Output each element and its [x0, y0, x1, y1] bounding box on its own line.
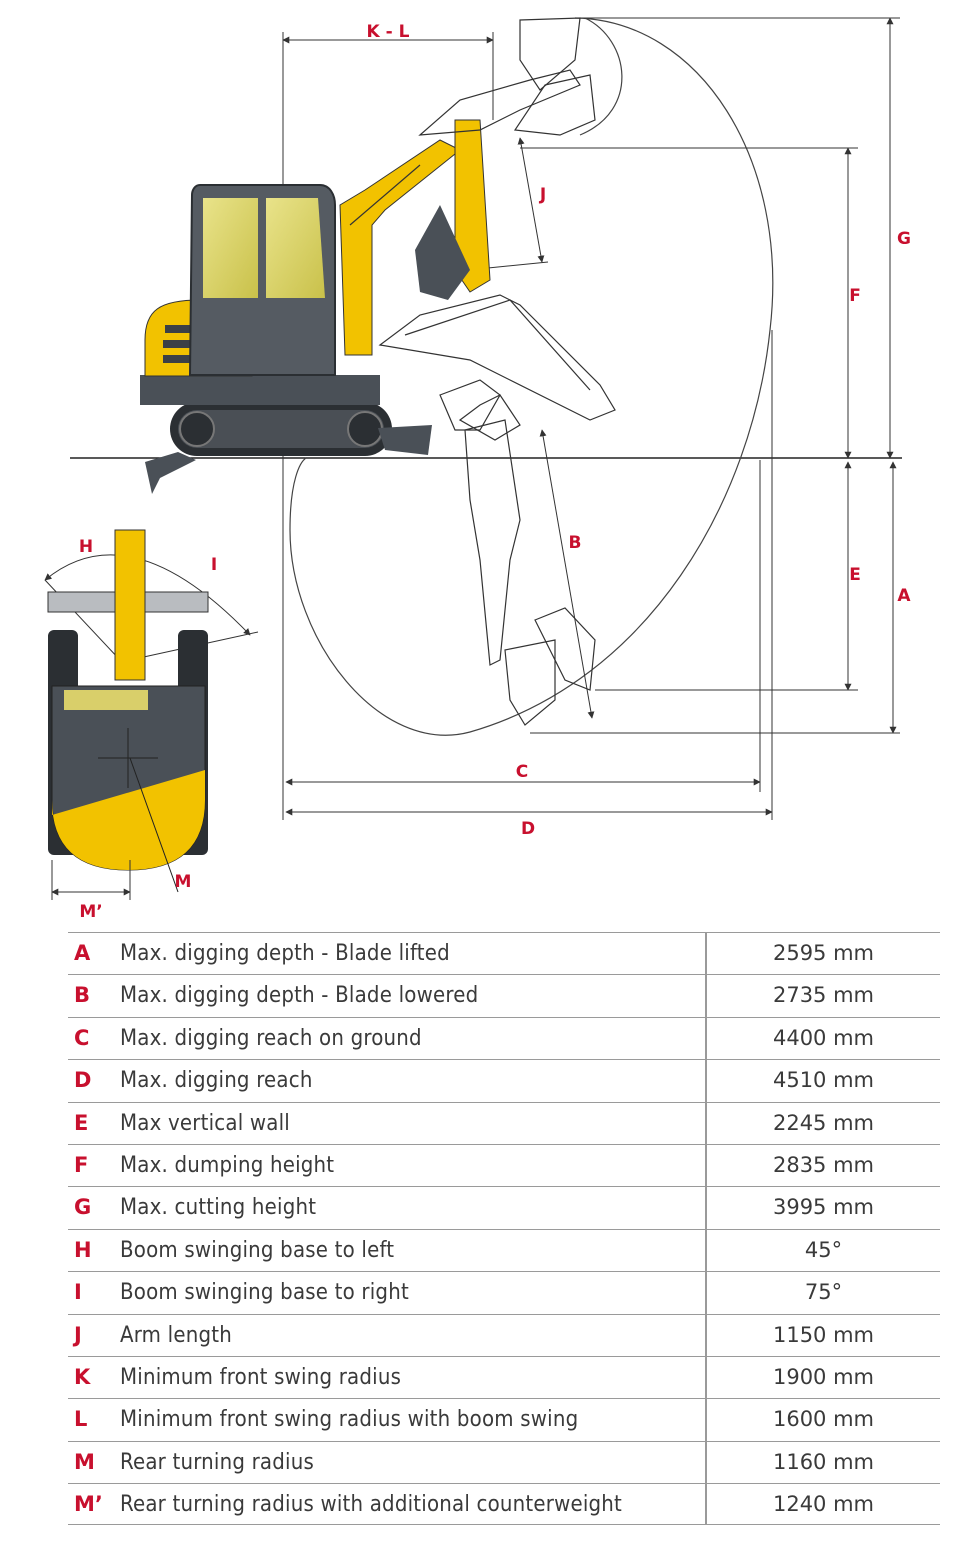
spec-label: Arm length — [120, 1322, 232, 1348]
spec-value: 45° — [804, 1237, 843, 1262]
reach-envelope — [289, 17, 774, 736]
column-divider — [705, 1484, 707, 1525]
spec-letter: D — [74, 1068, 92, 1093]
spec-row: K Minimum front swing radius 1900 mm — [68, 1355, 940, 1399]
spec-row: M Rear turning radius 1160 mm — [68, 1440, 940, 1484]
column-divider — [705, 1229, 707, 1272]
label-j: J — [539, 185, 546, 205]
spec-letter: L — [74, 1407, 88, 1432]
label-a: A — [897, 586, 911, 606]
excavator-top-view — [44, 529, 259, 900]
spec-row: M’ Rear turning radius with additional co… — [68, 1483, 940, 1526]
spec-row: J Arm length 1150 mm — [68, 1313, 940, 1356]
label-d: D — [521, 819, 535, 839]
label-g: G — [897, 229, 911, 249]
column-divider — [705, 1441, 707, 1484]
spec-value: 1150 mm — [772, 1322, 875, 1347]
label-h: H — [79, 537, 93, 557]
column-divider — [705, 1144, 707, 1187]
label-b: B — [569, 533, 582, 553]
spec-letter: G — [74, 1195, 92, 1220]
spec-value: 75° — [804, 1280, 843, 1305]
spec-letter: K — [74, 1364, 91, 1389]
column-divider — [705, 1187, 707, 1229]
column-divider — [705, 1314, 707, 1356]
spec-value: 2245 mm — [772, 1110, 875, 1135]
spec-label: Max. digging reach — [120, 1068, 313, 1094]
spec-letter: F — [74, 1152, 89, 1177]
column-divider — [705, 933, 707, 975]
spec-letter: B — [74, 983, 91, 1008]
column-divider — [705, 1356, 707, 1399]
spec-value: 2595 mm — [772, 941, 875, 965]
spec-letter: M’ — [74, 1492, 103, 1517]
spec-letter: J — [74, 1322, 82, 1347]
spec-letter: C — [74, 1025, 90, 1050]
spec-letter: A — [74, 941, 91, 965]
column-divider — [705, 1060, 707, 1102]
spec-row: C Max. digging reach on ground 4400 mm — [68, 1016, 940, 1060]
column-divider — [705, 1399, 707, 1441]
spec-value: 1240 mm — [772, 1492, 875, 1517]
spec-label: Boom swinging base to right — [120, 1280, 409, 1306]
label-kl: K - L — [367, 22, 410, 42]
spec-label: Max vertical wall — [120, 1110, 290, 1136]
label-mprime: M’ — [79, 902, 102, 922]
column-divider — [705, 975, 707, 1017]
column-divider — [705, 1272, 707, 1314]
excavator-dimension-diagram: K - L J G F B E A C D H I M M’ — [44, 17, 911, 922]
spec-letter: I — [74, 1280, 82, 1305]
spec-label: Minimum front swing radius — [120, 1364, 402, 1390]
spec-value: 1160 mm — [772, 1449, 875, 1474]
spec-label: Max. cutting height — [120, 1195, 317, 1221]
spec-row: H Boom swinging base to left 45° — [68, 1228, 940, 1272]
spec-row: A Max. digging depth - Blade lifted 2595 m… — [68, 932, 940, 975]
spec-label: Max. digging depth - Blade lowered — [120, 983, 479, 1009]
spec-label: Max. digging reach on ground — [120, 1025, 422, 1051]
spec-label: Rear turning radius — [120, 1449, 314, 1475]
spec-table: A Max. digging depth - Blade lifted 2595 m… — [68, 932, 940, 1526]
spec-letter: E — [74, 1110, 89, 1135]
spec-value: 3995 mm — [772, 1195, 875, 1220]
column-divider — [705, 1102, 707, 1144]
spec-row: G Max. cutting height 3995 mm — [68, 1186, 940, 1229]
spec-row: B Max. digging depth - Blade lowered 2735 … — [68, 974, 940, 1017]
label-e: E — [849, 565, 861, 585]
spec-value: 2835 mm — [772, 1152, 875, 1177]
spec-label: Max. dumping height — [120, 1152, 335, 1178]
spec-row: D Max. digging reach 4510 mm — [68, 1059, 940, 1102]
spec-value: 4400 mm — [772, 1025, 875, 1050]
label-i: I — [211, 555, 217, 575]
column-divider — [705, 1017, 707, 1060]
label-m: M — [175, 872, 192, 892]
label-f: F — [849, 286, 861, 306]
spec-row: E Max vertical wall 2245 mm — [68, 1101, 940, 1144]
spec-row: L Minimum front swing radius with boom sw… — [68, 1398, 940, 1441]
spec-value: 4510 mm — [772, 1068, 875, 1093]
spec-label: Max. digging depth - Blade lifted — [120, 941, 450, 966]
spec-row: F Max. dumping height 2835 mm — [68, 1143, 940, 1187]
spec-value: 2735 mm — [772, 983, 875, 1008]
spec-value: 1600 mm — [772, 1407, 875, 1432]
spec-value: 1900 mm — [772, 1364, 875, 1389]
excavator-side-view — [140, 17, 616, 726]
spec-row: I Boom swinging base to right 75° — [68, 1271, 940, 1314]
label-c: C — [516, 762, 528, 782]
spec-label: Rear turning radius with additional coun… — [120, 1492, 623, 1518]
spec-label: Boom swinging base to left — [120, 1237, 395, 1263]
spec-letter: M — [74, 1449, 95, 1474]
spec-letter: H — [74, 1237, 92, 1262]
spec-label: Minimum front swing radius with boom swi… — [120, 1407, 579, 1433]
